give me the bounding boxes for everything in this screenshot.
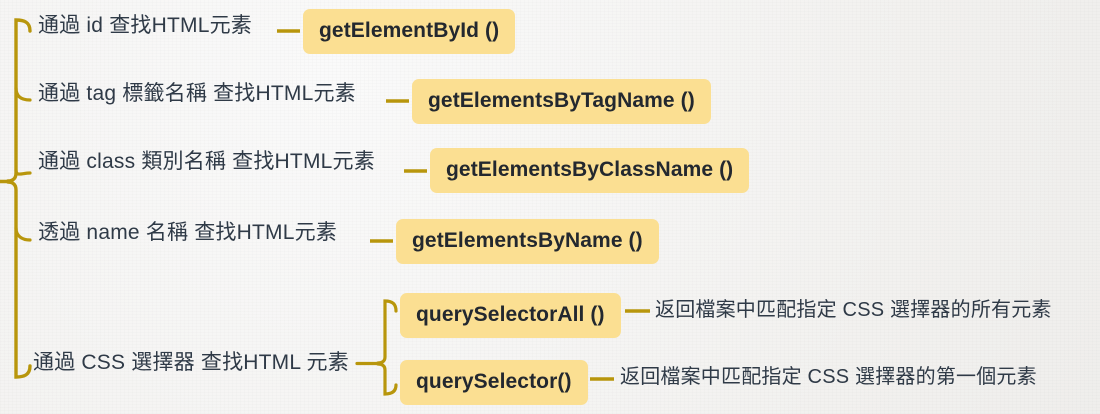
method-badge-get-element-by-id[interactable]: getElementById () <box>303 9 516 54</box>
method-badge-get-elements-by-class-name[interactable]: getElementsByClassName () <box>430 148 750 193</box>
description-text: 返回檔案中匹配指定 CSS 選擇器的所有元素 <box>655 299 1052 321</box>
method-badge-text: getElementById () <box>303 9 516 54</box>
branch-label-by-tag: 通過 tag 標籤名稱 查找HTML元素 <box>38 83 356 104</box>
description-query-selector: 返回檔案中匹配指定 CSS 選擇器的第一個元素 <box>620 367 1037 387</box>
method-badge-query-selector-all[interactable]: querySelectorAll () <box>400 293 621 338</box>
branch-label-by-css-selector: 通過 CSS 選擇器 查找HTML 元素 <box>33 352 349 373</box>
branch-label-text: 通過 id 查找HTML元素 <box>38 14 252 37</box>
main-brace-icon <box>0 18 32 379</box>
branch-label-text: 通過 tag 標籤名稱 查找HTML元素 <box>38 82 356 105</box>
connector-dash-icon <box>277 29 427 243</box>
method-badge-text: getElementsByTagName () <box>412 79 711 124</box>
branch-label-by-name: 透過 name 名稱 查找HTML元素 <box>38 222 337 243</box>
branch-label-text: 通過 class 類別名稱 查找HTML元素 <box>38 150 375 173</box>
method-badge-text: getElementsByClassName () <box>430 148 750 193</box>
branch-label-text: 透過 name 名稱 查找HTML元素 <box>38 221 337 244</box>
branch-label-by-class: 通過 class 類別名稱 查找HTML元素 <box>38 151 375 172</box>
method-badge-get-elements-by-name[interactable]: getElementsByName () <box>396 219 659 264</box>
css-sub-brace-icon <box>355 299 398 396</box>
description-query-selector-all: 返回檔案中匹配指定 CSS 選擇器的所有元素 <box>655 300 1052 320</box>
method-badge-text: querySelector() <box>400 360 588 405</box>
branch-label-by-id: 通過 id 查找HTML元素 <box>38 15 252 36</box>
method-badge-query-selector[interactable]: querySelector() <box>400 360 588 405</box>
description-text: 返回檔案中匹配指定 CSS 選擇器的第一個元素 <box>620 366 1037 388</box>
method-badge-text: getElementsByName () <box>396 219 659 264</box>
branch-label-text: 通過 CSS 選擇器 查找HTML 元素 <box>33 351 349 374</box>
method-badge-get-elements-by-tag-name[interactable]: getElementsByTagName () <box>412 79 711 124</box>
method-badge-text: querySelectorAll () <box>400 293 621 338</box>
branch-tick-icon <box>14 86 32 242</box>
